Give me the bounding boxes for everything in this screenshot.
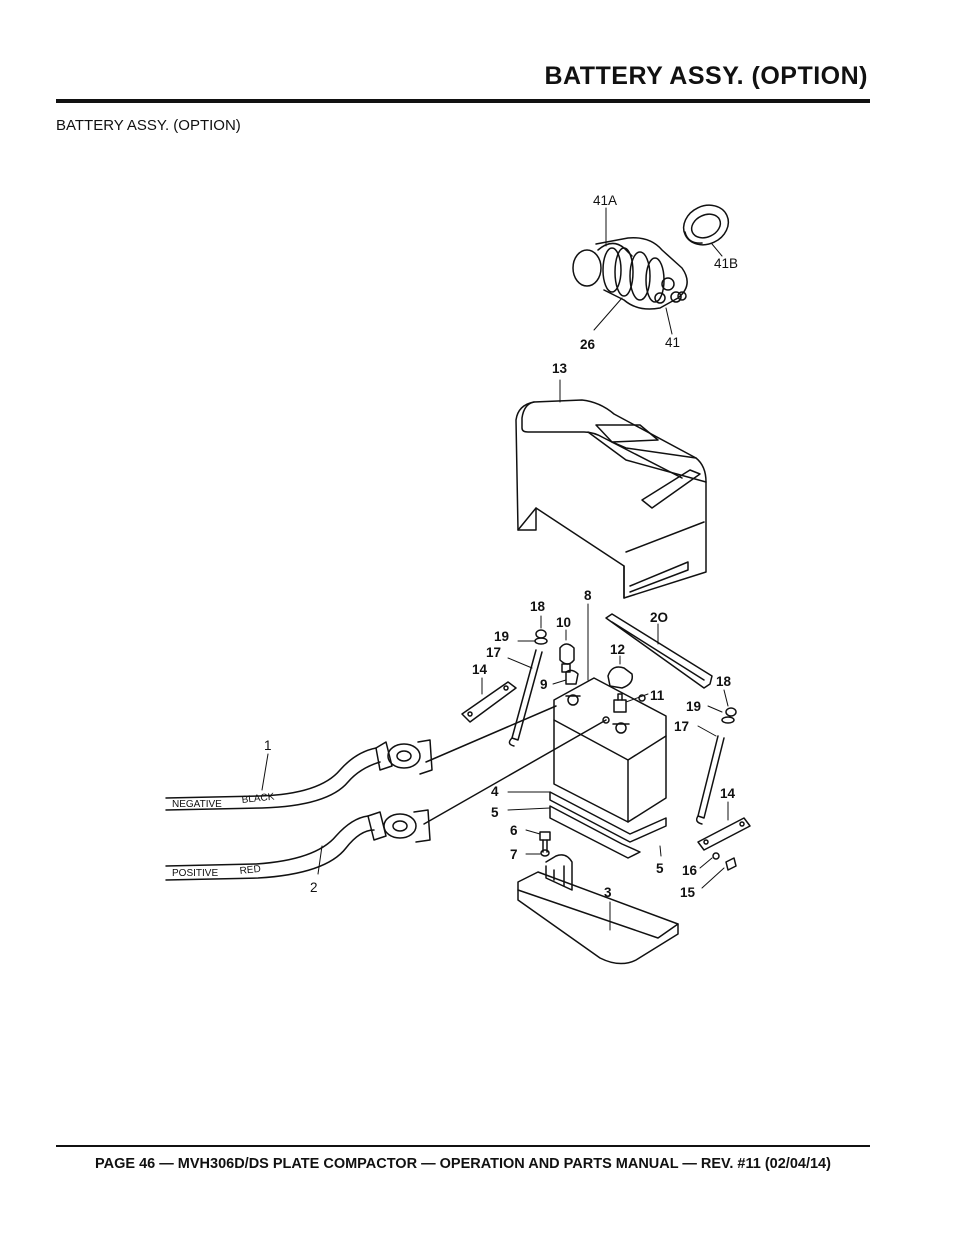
section-subtitle: BATTERY ASSY. (OPTION) <box>56 117 241 134</box>
battery-pad-part <box>549 791 667 859</box>
callout-18a: 18 <box>530 599 546 614</box>
callout-14b: 14 <box>720 786 736 801</box>
callout-19b: 19 <box>686 699 701 714</box>
callout-9: 9 <box>540 677 548 692</box>
callout-3: 3 <box>604 885 612 900</box>
negative-cable-part <box>165 705 557 811</box>
callout-26: 26 <box>580 337 596 352</box>
left-rod-part <box>508 649 543 747</box>
terminal-12-part <box>607 666 634 689</box>
callout-41: 41 <box>665 335 680 350</box>
callout-13: 13 <box>552 361 568 376</box>
callout-4: 4 <box>491 784 499 799</box>
connector-plug-part <box>572 237 688 310</box>
callout-2: 2 <box>310 880 318 895</box>
battery-part <box>553 677 667 823</box>
callout-14a: 14 <box>472 662 488 677</box>
footer-rule <box>56 1145 870 1147</box>
right-bolt-part <box>712 852 737 871</box>
callout-10: 10 <box>556 615 571 630</box>
callout-20: 2O <box>650 610 668 625</box>
callout-41B: 41B <box>714 256 738 271</box>
callout-5b: 5 <box>656 861 664 876</box>
leader-lines <box>261 207 729 931</box>
callout-11: 11 <box>650 688 665 703</box>
header-rule <box>56 99 870 103</box>
washer-7-part <box>540 849 550 857</box>
terminal-9-part <box>565 669 579 685</box>
connector-ring-part <box>682 204 730 246</box>
cable-labels: NEGATIVE BLACK POSITIVE RED <box>172 792 275 879</box>
callout-6: 6 <box>510 823 518 838</box>
terminal-10-part <box>559 643 575 673</box>
callout-19a: 19 <box>494 629 509 644</box>
battery-cover-part <box>515 399 707 599</box>
left-nut-part <box>534 629 548 645</box>
callout-8: 8 <box>584 588 592 603</box>
cable-label-positive: POSITIVE <box>172 868 218 879</box>
cable-label-red: RED <box>239 864 261 877</box>
callouts: 41A 41B 26 41 13 18 8 2O 19 10 17 12 14 … <box>264 193 738 900</box>
hold-down-bar-part <box>605 613 713 689</box>
callout-17a: 17 <box>486 645 501 660</box>
callout-16: 16 <box>682 863 698 878</box>
callout-41A: 41A <box>593 193 617 208</box>
cable-label-negative: NEGATIVE <box>172 799 222 810</box>
left-plate-part <box>461 681 517 723</box>
bolt-6-part <box>539 831 551 853</box>
positive-cable-part <box>165 719 607 881</box>
callout-15: 15 <box>680 885 696 900</box>
cable-label-black: BLACK <box>241 792 275 806</box>
page-title: BATTERY ASSY. (OPTION) <box>544 62 868 90</box>
terminal-11-part <box>613 693 627 713</box>
right-nut-part <box>721 707 737 724</box>
callout-18b: 18 <box>716 674 732 689</box>
callout-17b: 17 <box>674 719 689 734</box>
callout-1: 1 <box>264 738 272 753</box>
right-plate-part <box>697 817 751 851</box>
callout-7: 7 <box>510 847 518 862</box>
callout-12: 12 <box>610 642 625 657</box>
right-rod-part <box>695 735 725 825</box>
callout-5a: 5 <box>491 805 499 820</box>
battery-tray-part <box>517 854 679 965</box>
page-footer: PAGE 46 — MVH306D/DS PLATE COMPACTOR — O… <box>95 1156 831 1172</box>
